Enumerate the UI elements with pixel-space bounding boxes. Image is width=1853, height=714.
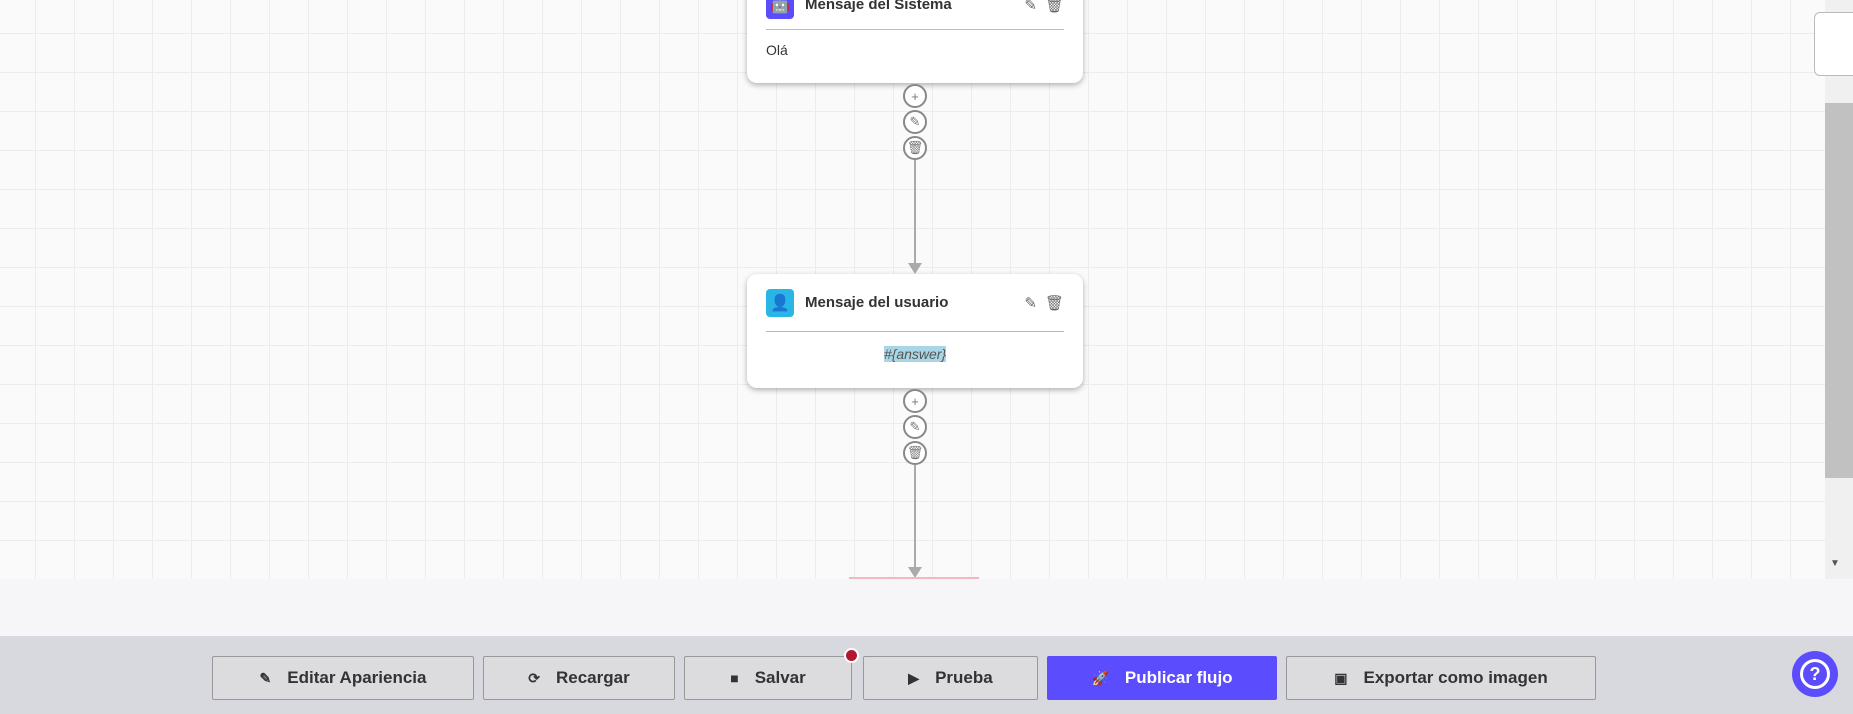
scroll-down-arrow-icon[interactable]: ▼ [1830, 558, 1840, 569]
trash-icon[interactable]: 🗑 [1044, 0, 1064, 14]
refresh-icon: ⟳ [528, 669, 540, 686]
help-button[interactable]: ? [1792, 651, 1838, 697]
robot-icon: 🤖 [766, 0, 794, 19]
button-label: Prueba [935, 668, 993, 687]
question-icon: ? [1800, 659, 1830, 689]
publish-flow-button[interactable]: 🚀 Publicar flujo [1047, 656, 1277, 700]
arrow-icon [908, 567, 922, 578]
scrollbar-thumb[interactable] [1825, 103, 1853, 478]
node-body: Olá [766, 42, 788, 58]
image-icon: ▣ [1334, 669, 1348, 686]
reload-button[interactable]: ⟳ Recargar [483, 656, 675, 700]
button-label: Exportar como imagen [1363, 668, 1548, 687]
button-label: Salvar [754, 668, 806, 687]
trash-icon[interactable]: 🗑 [1044, 294, 1064, 312]
edit-icon[interactable]: ✎ [1024, 0, 1037, 14]
button-label: Publicar flujo [1124, 668, 1233, 687]
edit-connection-button[interactable]: ✎ [903, 110, 927, 134]
save-button[interactable]: ■ Salvar [684, 656, 852, 700]
delete-connection-button[interactable]: 🗑 [903, 136, 927, 160]
node-body: #{answer} [883, 346, 947, 362]
node-system-message[interactable]: 🤖 Mensaje del Sistema ✎ 🗑 Olá [747, 0, 1083, 83]
flow-canvas[interactable]: 🤖 Mensaje del Sistema ✎ 🗑 Olá + ✎ 🗑 👤 Me… [0, 0, 1825, 579]
minimap-panel[interactable] [1814, 12, 1853, 76]
node-user-message[interactable]: 👤 Mensaje del usuario ✎ 🗑 #{answer} [747, 274, 1083, 388]
rocket-icon: 🚀 [1091, 669, 1109, 686]
floppy-disk-icon: ■ [730, 670, 739, 686]
bottom-toolbar: ✎ Editar Apariencia ⟳ Recargar ■ Salvar ▶ Pr… [0, 636, 1853, 714]
edit-appearance-button[interactable]: ✎ Editar Apariencia [212, 656, 474, 700]
button-label: Editar Apariencia [287, 668, 427, 687]
next-node-edge [849, 577, 979, 579]
test-button[interactable]: ▶ Prueba [863, 656, 1038, 700]
edit-icon[interactable]: ✎ [1024, 294, 1037, 312]
connector-line [914, 465, 916, 569]
edit-icon: ✎ [259, 669, 272, 686]
edit-connection-button[interactable]: ✎ [903, 415, 927, 439]
connector-line [914, 160, 916, 264]
play-icon: ▶ [908, 669, 920, 686]
add-node-button[interactable]: + [903, 84, 927, 108]
delete-connection-button[interactable]: 🗑 [903, 441, 927, 465]
node-title: Mensaje del usuario [805, 294, 949, 311]
unsaved-changes-indicator [844, 648, 859, 663]
arrow-icon [908, 263, 922, 274]
export-image-button[interactable]: ▣ Exportar como imagen [1286, 656, 1596, 700]
add-node-button[interactable]: + [903, 389, 927, 413]
user-icon: 👤 [766, 288, 794, 317]
button-label: Recargar [556, 668, 630, 687]
node-title: Mensaje del Sistema [805, 0, 952, 13]
